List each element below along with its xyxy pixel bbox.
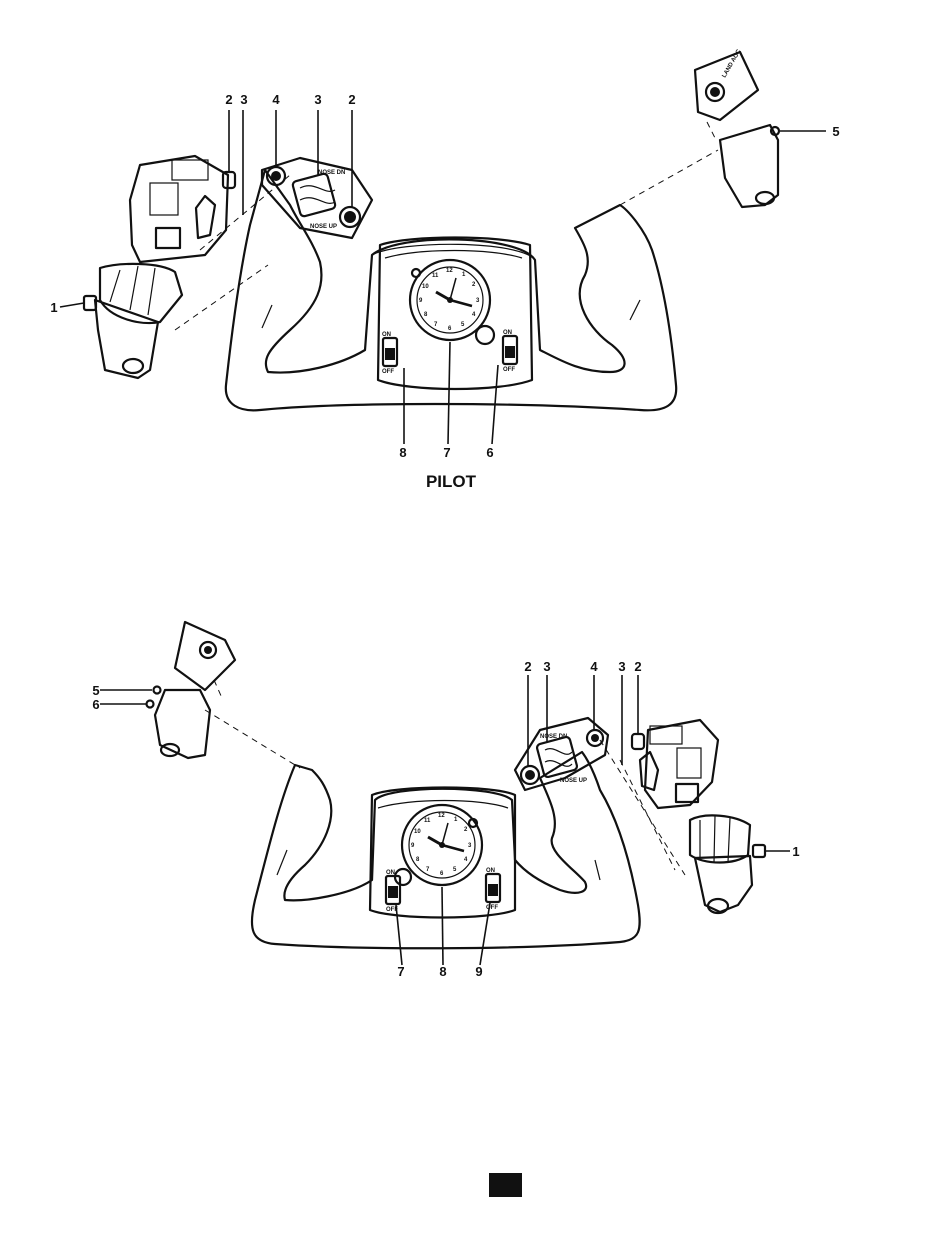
callout: 3 <box>240 92 247 107</box>
copilot-grip-button-5[interactable] <box>154 687 161 694</box>
svg-text:1: 1 <box>462 272 466 278</box>
callout: 8 <box>399 445 406 460</box>
callout: 7 <box>397 964 404 979</box>
svg-text:NOSE UP: NOSE UP <box>560 778 587 784</box>
svg-text:LAND AOC: LAND AOC <box>722 48 743 79</box>
svg-text:6: 6 <box>440 871 444 877</box>
pilot-right-grip-assembly: LAND AOC <box>620 48 779 207</box>
callout: 5 <box>92 683 99 698</box>
callout: 8 <box>439 964 446 979</box>
svg-text:7: 7 <box>434 322 438 328</box>
copilot-left-switch[interactable]: ON OFF <box>386 870 400 913</box>
callout: 6 <box>486 445 493 460</box>
svg-text:4: 4 <box>472 312 476 318</box>
callout: 7 <box>443 445 450 460</box>
svg-text:6: 6 <box>448 326 452 332</box>
page-tab-marker <box>489 1173 522 1197</box>
svg-text:7: 7 <box>426 867 430 873</box>
callout: 2 <box>524 659 531 674</box>
pilot-caption: PILOT <box>426 472 477 491</box>
copilot-right-switch[interactable]: ON OFF <box>486 868 500 911</box>
svg-text:12: 12 <box>446 268 453 274</box>
svg-text:OFF: OFF <box>382 369 394 375</box>
callout: 3 <box>543 659 550 674</box>
copilot-grip-button-2[interactable] <box>632 734 644 749</box>
svg-text:12: 12 <box>438 813 445 819</box>
callout: 1 <box>50 300 57 315</box>
pilot-right-switch[interactable]: ON OFF <box>503 330 517 373</box>
svg-text:NOSE DN: NOSE DN <box>318 170 345 176</box>
svg-text:5: 5 <box>453 867 457 873</box>
svg-text:11: 11 <box>432 273 439 279</box>
callout: 6 <box>92 697 99 712</box>
callout: 4 <box>272 92 280 107</box>
pilot-grip-trim-switch[interactable] <box>156 228 180 248</box>
svg-text:10: 10 <box>422 284 429 290</box>
copilot-right-grip-assembly <box>600 720 765 913</box>
svg-text:9: 9 <box>411 843 415 849</box>
pilot-trim-panel[interactable]: NOSE DN NOSE UP <box>262 158 372 238</box>
svg-text:9: 9 <box>419 298 423 304</box>
callout: 3 <box>618 659 625 674</box>
svg-text:OFF: OFF <box>486 905 498 911</box>
copilot-control-wheel: 12 1 2 3 4 5 6 7 8 9 10 11 ON OFF ON <box>92 622 799 979</box>
callout: 3 <box>314 92 321 107</box>
copilot-grip-button-6[interactable] <box>147 701 154 708</box>
pilot-wheel-yoke <box>226 170 676 410</box>
callout: 9 <box>475 964 482 979</box>
svg-text:1: 1 <box>454 817 458 823</box>
svg-text:11: 11 <box>424 818 431 824</box>
callout: 4 <box>590 659 598 674</box>
svg-text:NOSE DN: NOSE DN <box>540 734 567 740</box>
copilot-leader-lines <box>100 675 790 965</box>
svg-text:NOSE UP: NOSE UP <box>310 224 337 230</box>
callout: 2 <box>348 92 355 107</box>
svg-text:8: 8 <box>416 857 420 863</box>
callout: 5 <box>832 124 839 139</box>
svg-text:3: 3 <box>476 298 480 304</box>
pilot-control-wheel: 12 1 2 3 4 5 6 7 8 9 10 11 ON OFF <box>50 48 839 491</box>
svg-text:ON: ON <box>503 330 512 336</box>
svg-text:4: 4 <box>464 857 468 863</box>
svg-text:8: 8 <box>424 312 428 318</box>
svg-text:10: 10 <box>414 829 421 835</box>
pilot-clock[interactable]: 12 1 2 3 4 5 6 7 8 9 10 11 <box>410 260 494 344</box>
svg-text:OFF: OFF <box>503 367 515 373</box>
svg-text:ON: ON <box>386 870 395 876</box>
svg-text:5: 5 <box>461 322 465 328</box>
svg-text:ON: ON <box>382 332 391 338</box>
callout: 1 <box>792 844 799 859</box>
svg-text:2: 2 <box>472 282 476 288</box>
copilot-grip-button-1[interactable] <box>753 845 765 857</box>
svg-text:3: 3 <box>468 843 472 849</box>
pilot-clock-set-knob[interactable] <box>476 326 494 344</box>
pilot-left-switch[interactable]: ON OFF <box>382 332 397 375</box>
svg-text:2: 2 <box>464 827 468 833</box>
copilot-clock[interactable]: 12 1 2 3 4 5 6 7 8 9 10 11 <box>395 805 482 885</box>
callout: 2 <box>634 659 641 674</box>
svg-text:ON: ON <box>486 868 495 874</box>
callout: 2 <box>225 92 232 107</box>
copilot-left-grip-assembly <box>147 622 301 768</box>
